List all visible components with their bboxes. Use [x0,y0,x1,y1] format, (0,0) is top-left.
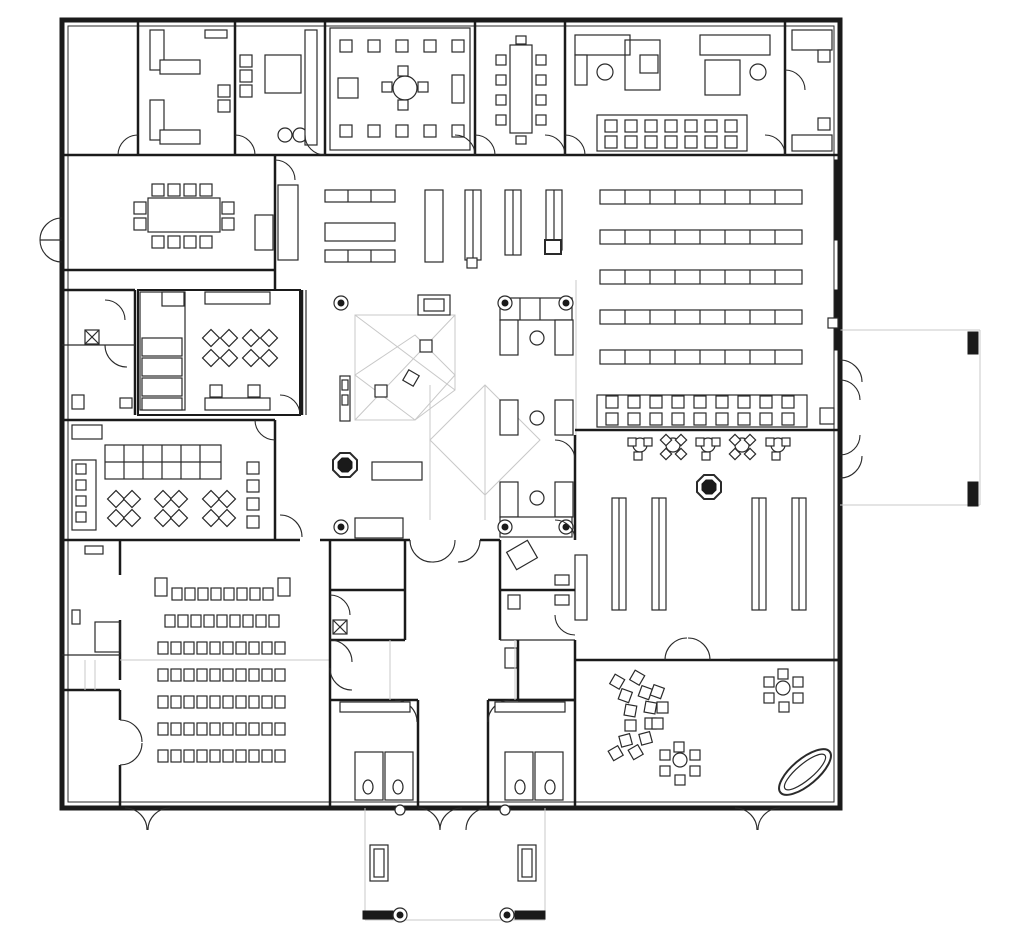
north-conference-chairs [337,39,465,138]
central-lounge [497,280,577,540]
childrens-area [554,433,807,636]
service-core [328,539,577,831]
west-meeting-room [62,155,299,290]
childrens-octagon-column [696,474,722,500]
lobby-octagon-column [332,452,358,478]
childrens-table-clusters [627,433,791,461]
south-canopy [362,804,546,923]
round-seating-group-1 [659,741,701,786]
west-entrance [39,217,63,263]
story-time-area [575,637,842,831]
adult-stack-dividers [624,190,776,364]
round-seating-group-2 [763,668,804,713]
computer-lab [62,418,303,542]
computer-lab-chair-clusters [106,489,237,528]
auditorium-seat-rows [157,587,286,763]
central-lobby [320,189,563,563]
adult-stacks [599,159,841,365]
east-computer-row [575,394,842,432]
study-room [137,289,307,416]
auditorium [62,540,330,831]
west-small-rooms [62,288,137,415]
east-entrance [839,359,863,479]
east-canopy [840,329,981,507]
story-arc-seats [607,669,669,762]
study-room-chair-clusters [201,328,279,368]
north-computer-row [596,114,748,152]
north-offices [62,20,842,157]
